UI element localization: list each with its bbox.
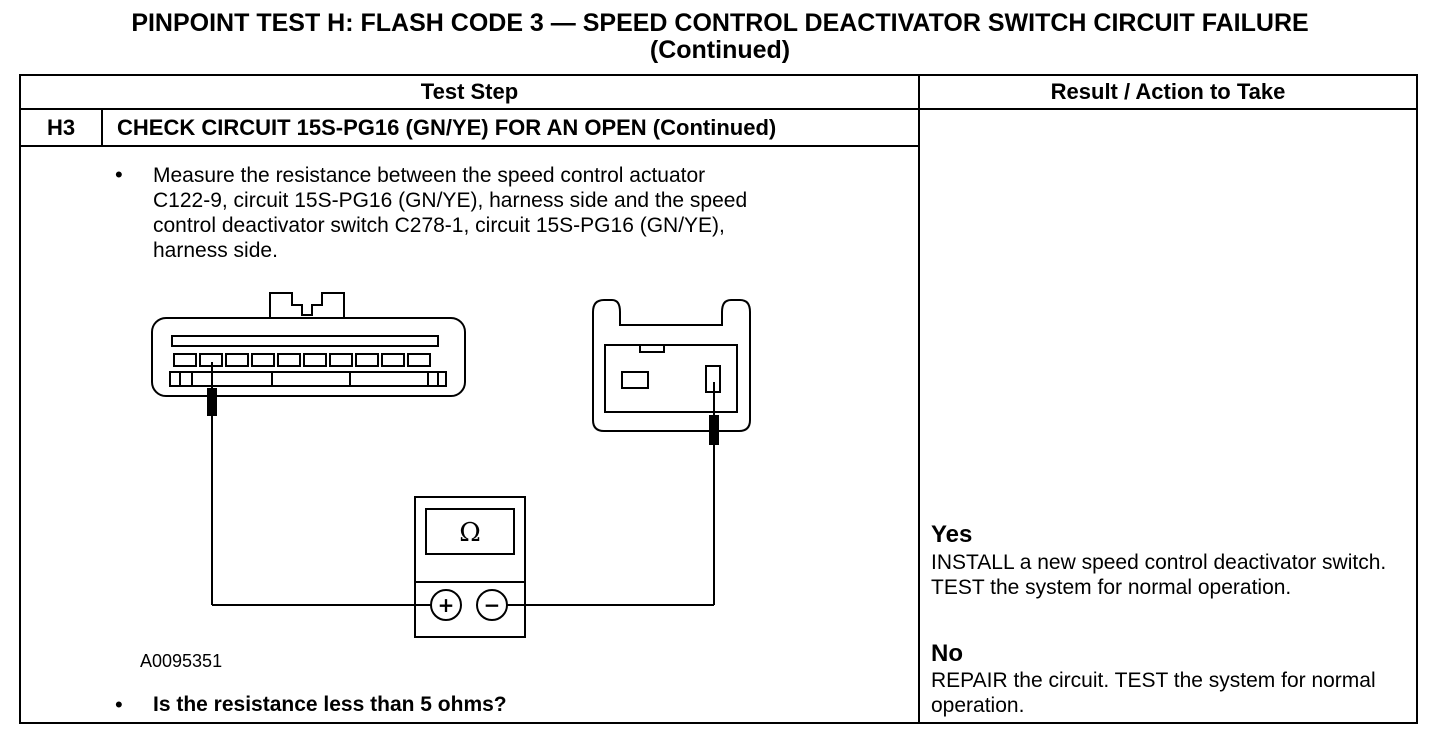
step-question: Is the resistance less than 5 ohms? (153, 693, 507, 716)
instruction-line: C122-9, circuit 15S-PG16 (GN/YE), harnes… (153, 189, 748, 212)
deactivator-switch-connector-c278 (592, 299, 751, 432)
bullet-marker: • (115, 162, 123, 187)
instruction-line: control deactivator switch C278-1, circu… (153, 214, 725, 237)
ohm-symbol: Ω (459, 518, 481, 548)
header-divider (19, 108, 1418, 110)
step-title-divider (19, 145, 920, 147)
ohmmeter (414, 496, 526, 638)
column-divider (918, 74, 920, 724)
actuator-connector-c122 (151, 292, 466, 397)
probe-tip-negative (709, 415, 719, 445)
instruction-line: harness side. (153, 239, 278, 262)
result-no-action: REPAIR the circuit. TEST the system for … (931, 669, 1376, 717)
step-title: CHECK CIRCUIT 15S-PG16 (GN/YE) FOR AN OP… (117, 115, 777, 140)
step-instruction: Measure the resistance between the speed… (153, 163, 893, 263)
minus-terminal-label: − (484, 593, 501, 617)
plus-terminal-label: + (438, 593, 455, 617)
step-id-divider (101, 108, 103, 147)
instruction-line: Measure the resistance between the speed… (153, 164, 706, 187)
result-yes-action: INSTALL a new speed control deactivator … (931, 551, 1387, 599)
probe-tip-positive (207, 388, 217, 416)
result-no-label: No (931, 640, 963, 667)
page-title: PINPOINT TEST H: FLASH CODE 3 — SPEED CO… (131, 9, 1309, 37)
header-result-action: Result / Action to Take (1050, 79, 1286, 104)
header-test-step: Test Step (420, 79, 519, 104)
figure-id: A0095351 (140, 651, 223, 671)
result-yes-label: Yes (931, 521, 973, 548)
test-lead-wires (211, 362, 715, 606)
page-title-continued: (Continued) (649, 36, 791, 64)
step-id: H3 (46, 115, 76, 140)
pinpoint-table (19, 74, 1418, 724)
bullet-marker: • (115, 692, 123, 717)
